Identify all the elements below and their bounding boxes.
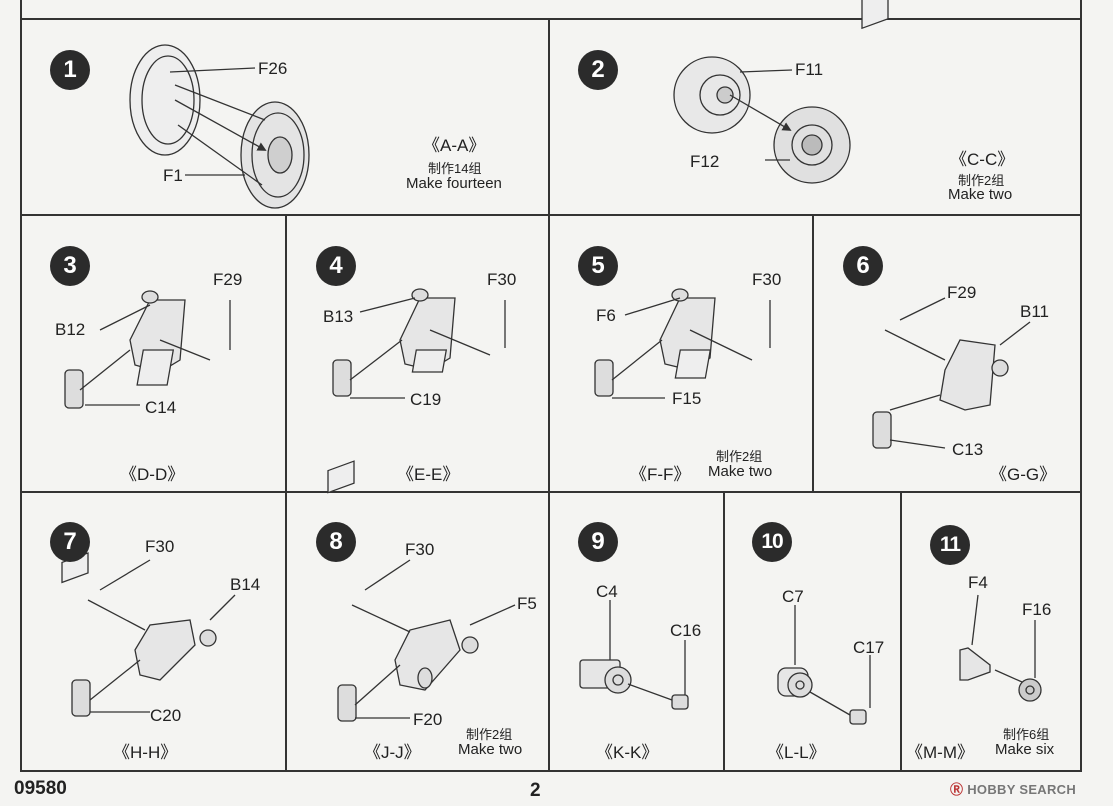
part-label-F16: F16 (1022, 600, 1052, 619)
qty-en-2: Make two (948, 186, 1013, 203)
step-number-7: 7 (50, 522, 90, 562)
part-label-C7: C7 (782, 587, 804, 606)
grid-line-col-a (548, 18, 550, 772)
step-number-8: 8 (316, 522, 356, 562)
part-label-F1: F1 (163, 166, 183, 185)
step-number-5: 5 (578, 246, 618, 286)
part-label-F12: F12 (690, 152, 720, 171)
arm-drawing-3 (64, 290, 231, 409)
instruction-frame (20, 0, 1082, 772)
section-label-10: 《L-L》 (767, 743, 826, 762)
part-label-C19: C19 (410, 390, 442, 409)
step-number-10: 10 (752, 522, 792, 562)
part-label-F15: F15 (672, 389, 702, 408)
qty-cn-1: 制作14组 (428, 161, 482, 176)
section-label-7: 《H-H》 (113, 743, 178, 762)
section-label-3: 《D-D》 (120, 465, 185, 484)
part-label-F4: F4 (968, 573, 988, 592)
grid-line-top (20, 18, 1080, 20)
watermark-text: HOBBY SEARCH (967, 782, 1077, 797)
qty-en-8: Make two (458, 741, 523, 758)
grid-line-col-c (812, 214, 814, 493)
part-label-C14: C14 (145, 398, 177, 417)
qty-cn-8: 制作2组 (466, 727, 513, 742)
part-label-F20: F20 (413, 710, 443, 729)
arm-drawing-6 (861, 0, 1031, 449)
part-label-C13: C13 (952, 440, 984, 459)
section-label-9: 《K-K》 (596, 743, 659, 762)
part-label-C20: C20 (150, 706, 182, 725)
step-number-1: 1 (50, 50, 90, 90)
part-label-F11: F11 (795, 60, 824, 79)
step-number-3: 3 (50, 246, 90, 286)
part-label-F6: F6 (596, 306, 616, 325)
road-wheel-drawing (129, 44, 310, 209)
part-label-C17: C17 (853, 638, 885, 657)
section-label-2: 《C-C》 (950, 150, 1015, 169)
step-number-4: 4 (316, 246, 356, 286)
section-label-4: 《E-E》 (397, 465, 460, 484)
grid-line-row1 (20, 214, 1080, 216)
part-label-B14: B14 (230, 575, 261, 594)
part-label-C16: C16 (670, 621, 702, 640)
grid-line-col-b (285, 214, 287, 772)
page-number: 2 (530, 780, 541, 801)
part-label-B12: B12 (55, 320, 86, 339)
part-label-F30-d: F30 (405, 540, 435, 559)
grid-line-bottom (20, 770, 1080, 772)
part-label-F5: F5 (517, 594, 537, 613)
section-label-6: 《G-G》 (990, 465, 1057, 484)
step-number-2: 2 (578, 50, 618, 90)
qty-en-11: Make six (995, 741, 1055, 758)
part-label-C4: C4 (596, 582, 618, 601)
part-label-F30: F30 (487, 270, 517, 289)
idler-drawing-9 (579, 600, 689, 710)
qty-cn-11: 制作6组 (1003, 727, 1050, 742)
qty-en-5: Make two (708, 463, 773, 480)
section-label-5: 《F-F》 (630, 465, 691, 484)
idler-drawing-10 (777, 605, 871, 725)
grid-line-col-e (900, 491, 902, 772)
arm-drawing-4 (332, 288, 506, 399)
bolt-drawing-11 (959, 594, 1042, 702)
watermark-logo-icon: Ⓡ (950, 782, 964, 797)
qty-cn-2: 制作2组 (958, 173, 1005, 188)
arm-drawing-5 (594, 288, 771, 399)
arm-drawing-8 (327, 460, 516, 722)
part-label-F26: F26 (258, 59, 288, 78)
grid-line-col-d (723, 491, 725, 772)
part-label-B11: B11 (1020, 302, 1049, 321)
qty-en-1: Make fourteen (406, 175, 502, 192)
grid-line-row2 (20, 491, 1080, 493)
product-code: 09580 (14, 778, 67, 799)
part-label-F30-b: F30 (752, 270, 782, 289)
step-number-6: 6 (843, 246, 883, 286)
section-label-8: 《J-J》 (364, 743, 421, 762)
step-number-9: 9 (578, 522, 618, 562)
part-label-B13: B13 (323, 307, 354, 326)
watermark: Ⓡ HOBBY SEARCH (950, 779, 1076, 798)
sprocket-drawing (673, 56, 851, 184)
arm-drawing-7 (61, 552, 236, 717)
part-label-F29: F29 (213, 270, 243, 289)
section-label-11: 《M-M》 (906, 743, 974, 762)
step-number-11: 11 (930, 525, 970, 565)
section-label-1: 《A-A》 (423, 136, 486, 155)
part-label-F30-c: F30 (145, 537, 175, 556)
qty-cn-5: 制作2组 (716, 449, 763, 464)
part-label-F29-b: F29 (947, 283, 977, 302)
